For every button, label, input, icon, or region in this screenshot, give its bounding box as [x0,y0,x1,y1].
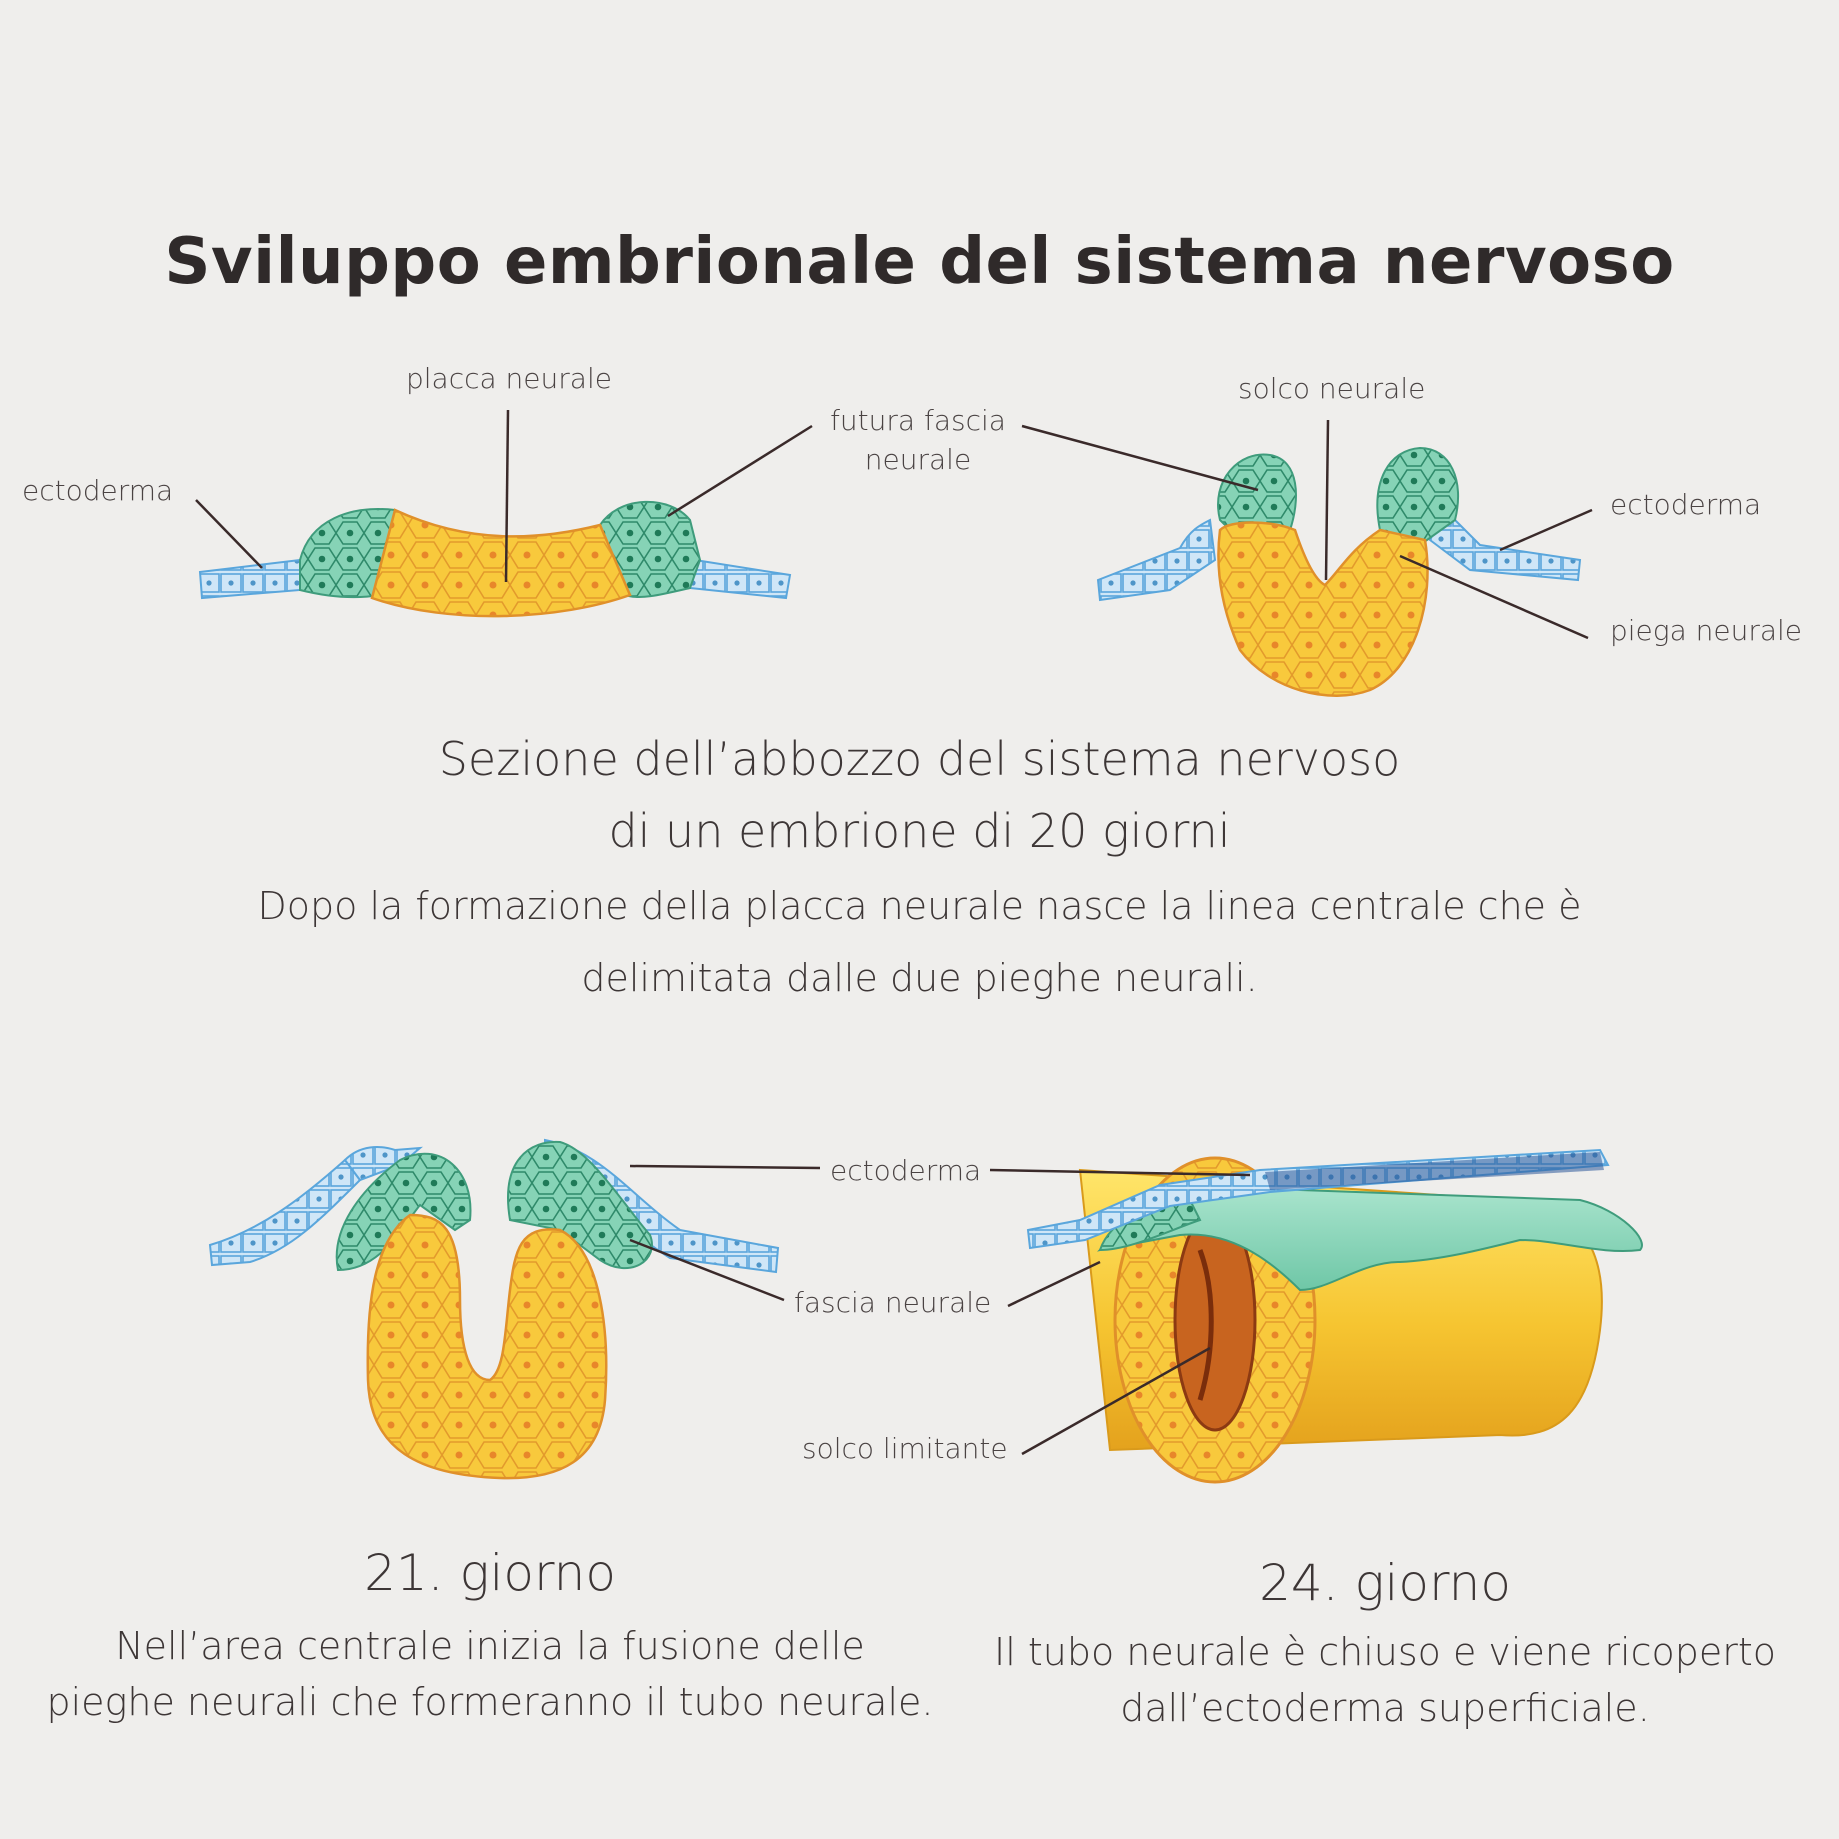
section-heading-line1: Sezione dell’abbozzo del sistema nervoso [438,732,1401,786]
label-ectoderma-bottom: ectoderma [830,1154,982,1187]
neural-plate-diagram [198,500,792,618]
label-fascia-neurale: fascia neurale [794,1286,992,1319]
leader-lines [195,409,1593,1456]
day24-heading: 24. giorno [1259,1554,1511,1612]
neural-groove-diagram [1096,446,1582,697]
day21-heading: 21. giorno [364,1544,616,1602]
label-ectoderma-right: ectoderma [1610,488,1762,521]
label-futura-fascia-line2: neurale [864,443,972,476]
day24-diagram [1026,1148,1643,1484]
day24-caption-line1: Il tubo neurale è chiuso e viene ricoper… [994,1630,1776,1674]
label-solco-limitante: solco limitante [802,1432,1008,1465]
label-ectoderma-left: ectoderma [22,474,174,507]
day21-caption-line2: pieghe neurali che formeranno il tubo ne… [46,1680,934,1724]
section-desc-line1: Dopo la formazione della placca neurale … [257,884,1582,928]
label-futura-fascia-line1: futura fascia [830,404,1006,437]
day24-caption-line2: dall’ectoderma superficiale. [1120,1686,1650,1730]
day21-diagram [208,1138,780,1480]
day21-caption-line1: Nell’area centrale inizia la fusione del… [115,1624,865,1668]
label-piega-neurale: piega neurale [1610,614,1803,647]
label-futura-fascia-neurale: futura fascia neurale [818,404,1018,476]
label-solco-neurale: solco neurale [1238,372,1426,405]
section-heading-line2: di un embrione di 20 giorni [608,804,1231,858]
page-title: Sviluppo embrionale del sistema nervoso [164,225,1675,299]
section-desc-line2: delimitata dalle due pieghe neurali. [581,956,1258,1000]
label-placca-neurale: placca neurale [406,362,612,395]
